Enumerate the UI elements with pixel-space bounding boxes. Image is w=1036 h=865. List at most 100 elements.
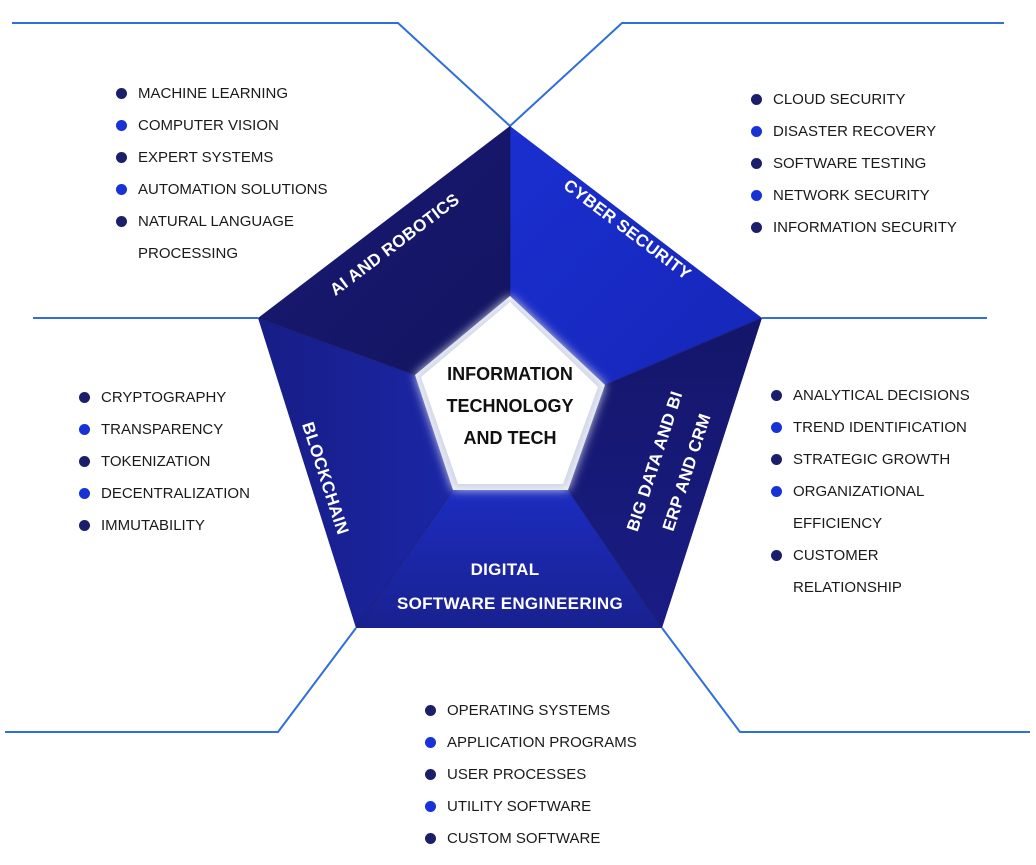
- list-item-text: IMMUTABILITY: [101, 517, 205, 534]
- segment-dividers: [257, 126, 763, 629]
- list-item: DECENTRALIZATION: [79, 478, 250, 510]
- bullet-icon: [751, 94, 762, 105]
- list-item-text: DISASTER RECOVERY: [773, 123, 937, 140]
- segment-ai-and-robotics: [258, 126, 510, 375]
- segment-label-digital-line-1: DIGITAL: [471, 560, 540, 579]
- list-item: DISASTER RECOVERY: [751, 116, 957, 148]
- list-item: STRATEGIC GROWTH: [771, 444, 970, 476]
- bullet-icon: [771, 422, 782, 433]
- big-data-list: ANALYTICAL DECISIONS TREND IDENTIFICATION…: [771, 380, 970, 604]
- list-item-text: AUTOMATION SOLUTIONS: [138, 181, 328, 198]
- list-item-text: USER PROCESSES: [447, 766, 587, 783]
- center-pentagon: [421, 302, 598, 484]
- bullet-icon: [79, 424, 90, 435]
- cyber-security-list: CLOUD SECURITY DISASTER RECOVERY SOFTWARE …: [751, 84, 957, 244]
- list-item-text: MACHINE LEARNING: [138, 85, 289, 102]
- bullet-icon: [751, 158, 762, 169]
- bullet-icon: [116, 184, 127, 195]
- list-item: NATURAL LANGUAGE: [116, 206, 327, 238]
- bullet-icon: [425, 833, 436, 844]
- list-item: CRYPTOGRAPHY: [79, 382, 250, 414]
- segment-big-data: [568, 318, 762, 628]
- list-item-text: NETWORK SECURITY: [773, 187, 930, 204]
- list-item: USER PROCESSES: [425, 759, 637, 791]
- bullet-icon: [79, 392, 90, 403]
- list-item: APPLICATION PROGRAMS: [425, 727, 637, 759]
- list-item: ORGANIZATIONAL: [771, 476, 970, 508]
- list-item: PROCESSING: [116, 238, 327, 270]
- bullet-icon: [116, 216, 127, 227]
- list-item: UTILITY SOFTWARE: [425, 791, 637, 823]
- segment-digital: [356, 490, 662, 628]
- bullet-icon: [116, 152, 127, 163]
- list-item-text: EFFICIENCY: [793, 515, 883, 532]
- bullet-icon: [425, 769, 436, 780]
- connector-cyber: [509, 22, 1004, 127]
- list-item: IMMUTABILITY: [79, 510, 250, 542]
- list-item-text: TREND IDENTIFICATION: [793, 419, 967, 436]
- list-item: OPERATING SYSTEMS: [425, 695, 637, 727]
- list-item-text: STRATEGIC GROWTH: [793, 451, 951, 468]
- list-item-text: CUSTOM SOFTWARE: [447, 830, 601, 847]
- list-item-text: ANALYTICAL DECISIONS: [793, 387, 970, 404]
- segment-blockchain: [258, 318, 453, 628]
- list-item-text: EXPERT SYSTEMS: [138, 149, 274, 166]
- bullet-icon: [79, 488, 90, 499]
- list-item: CUSTOMER: [771, 540, 970, 572]
- bullet-icon: [771, 454, 782, 465]
- connector-lines: [5, 22, 1030, 733]
- connector-ai: [12, 22, 511, 127]
- bullet-icon: [79, 456, 90, 467]
- list-item-text: DECENTRALIZATION: [101, 485, 250, 502]
- list-item: TRANSPARENCY: [79, 414, 250, 446]
- list-item: INFORMATION SECURITY: [751, 212, 957, 244]
- segment-label-digital-line-2: SOFTWARE ENGINEERING: [397, 594, 623, 613]
- list-item: MACHINE LEARNING: [116, 78, 327, 110]
- bullet-icon: [751, 126, 762, 137]
- list-item: CUSTOM SOFTWARE: [425, 823, 637, 855]
- list-item-text: CLOUD SECURITY: [773, 91, 906, 108]
- list-item-text: COMPUTER VISION: [138, 117, 279, 134]
- bullet-icon: [425, 737, 436, 748]
- list-item: TOKENIZATION: [79, 446, 250, 478]
- connector-digital-right: [661, 627, 1030, 733]
- list-item-text: TRANSPARENCY: [101, 421, 224, 438]
- ai-robotics-list: MACHINE LEARNING COMPUTER VISION EXPERT SY…: [116, 78, 327, 270]
- list-item: AUTOMATION SOLUTIONS: [116, 174, 327, 206]
- list-item: CLOUD SECURITY: [751, 84, 957, 116]
- list-item-text: NATURAL LANGUAGE: [138, 213, 294, 230]
- list-item: TREND IDENTIFICATION: [771, 412, 970, 444]
- list-item-text: APPLICATION PROGRAMS: [447, 734, 637, 751]
- bullet-icon: [751, 190, 762, 201]
- bullet-icon: [79, 520, 90, 531]
- bullet-icon: [425, 801, 436, 812]
- list-item: ANALYTICAL DECISIONS: [771, 380, 970, 412]
- bullet-icon: [116, 88, 127, 99]
- list-item-text: CUSTOMER: [793, 547, 879, 564]
- connector-digital-left: [5, 627, 357, 733]
- center-title-line-2: TECHNOLOGY: [446, 396, 573, 416]
- list-item-text: OPERATING SYSTEMS: [447, 702, 611, 719]
- list-item: EFFICIENCY: [771, 508, 970, 540]
- blockchain-list: CRYPTOGRAPHY TRANSPARENCY TOKENIZATION DECE…: [79, 382, 250, 542]
- bullet-icon: [751, 222, 762, 233]
- list-item: EXPERT SYSTEMS: [116, 142, 327, 174]
- list-item-text: INFORMATION SECURITY: [773, 219, 957, 236]
- list-item-text: UTILITY SOFTWARE: [447, 798, 592, 815]
- list-item-text: PROCESSING: [138, 245, 239, 262]
- list-item: SOFTWARE TESTING: [751, 148, 957, 180]
- list-item-text: RELATIONSHIP: [793, 579, 902, 596]
- bullet-icon: [425, 705, 436, 716]
- bullet-icon: [771, 550, 782, 561]
- center-title-line-1: INFORMATION: [447, 364, 573, 384]
- list-item-text: CRYPTOGRAPHY: [101, 389, 227, 406]
- list-item: RELATIONSHIP: [771, 572, 970, 604]
- bullet-icon: [771, 390, 782, 401]
- bullet-icon: [116, 120, 127, 131]
- list-item-text: SOFTWARE TESTING: [773, 155, 927, 172]
- list-item-text: TOKENIZATION: [101, 453, 211, 470]
- list-item: COMPUTER VISION: [116, 110, 327, 142]
- segment-cyber-security: [510, 126, 762, 385]
- list-item: NETWORK SECURITY: [751, 180, 957, 212]
